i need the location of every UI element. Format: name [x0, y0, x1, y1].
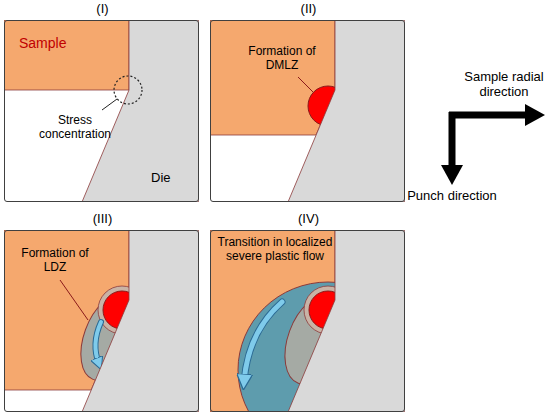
panel-box: (II)Formation of DMLZ	[210, 20, 405, 202]
text-slot: Formation of LDZ	[11, 247, 99, 275]
punch-cavity	[4, 230, 199, 412]
direction-label: Punch direction	[402, 189, 502, 204]
callout-label: Transition in localized severe plastic f…	[216, 236, 334, 264]
panel-2-art	[210, 20, 405, 202]
panel-title: (IV)	[211, 212, 406, 227]
text-slot: Punch direction	[402, 189, 502, 204]
direction-arrows	[441, 104, 545, 185]
text-slot: (II)	[211, 2, 406, 17]
text-slot: (IV)	[211, 212, 406, 227]
text-slot: Die	[151, 171, 195, 186]
flow-arrow	[244, 302, 282, 382]
panel-box: (III)Formation of LDZ	[4, 230, 199, 412]
flow-arrow-outline	[244, 302, 282, 382]
callout-label: Formation of DMLZ	[237, 45, 327, 73]
punch-arrow-shaft	[449, 112, 456, 166]
text-slot: Formation of DMLZ	[237, 45, 327, 73]
part-label: Die	[151, 171, 195, 186]
text-slot: Sample	[19, 35, 99, 51]
die	[82, 20, 199, 202]
die	[82, 230, 199, 412]
sample	[4, 20, 129, 90]
leader-line	[298, 77, 313, 92]
punch-cavity	[4, 20, 199, 202]
leader-line	[102, 99, 117, 110]
punch-arrow-head	[441, 165, 463, 185]
part-label: Sample	[19, 35, 99, 51]
text-slot: (I)	[5, 2, 200, 17]
text-slot: Transition in localized severe plastic f…	[216, 236, 334, 264]
direction-label: Sample radial direction	[462, 70, 546, 100]
callout-label: Formation of LDZ	[11, 247, 99, 275]
flow-arrow	[95, 322, 101, 364]
panel-title: (III)	[5, 212, 200, 227]
radial-arrow-head	[525, 104, 545, 126]
text-slot: (III)	[5, 212, 200, 227]
panel-3-art	[4, 230, 199, 412]
text-slot: Sample radial direction	[462, 70, 546, 100]
flow-arrow-outline	[95, 322, 101, 364]
leader-line	[60, 280, 88, 320]
panel-1-art	[4, 20, 199, 202]
panel-title: (II)	[211, 2, 406, 17]
callout-label: Stress concentration	[33, 114, 117, 142]
text-slot: Stress concentration	[33, 114, 117, 142]
radial-arrow-shaft	[449, 112, 526, 119]
panel-4-art	[210, 230, 418, 415]
punch-cavity	[210, 20, 405, 202]
stress-circle	[114, 76, 142, 104]
panel-title: (I)	[5, 2, 200, 17]
panel-box: (IV)Transition in localized severe plast…	[210, 230, 405, 412]
panel-box: (I)SampleStress concentrationDie	[4, 20, 199, 202]
